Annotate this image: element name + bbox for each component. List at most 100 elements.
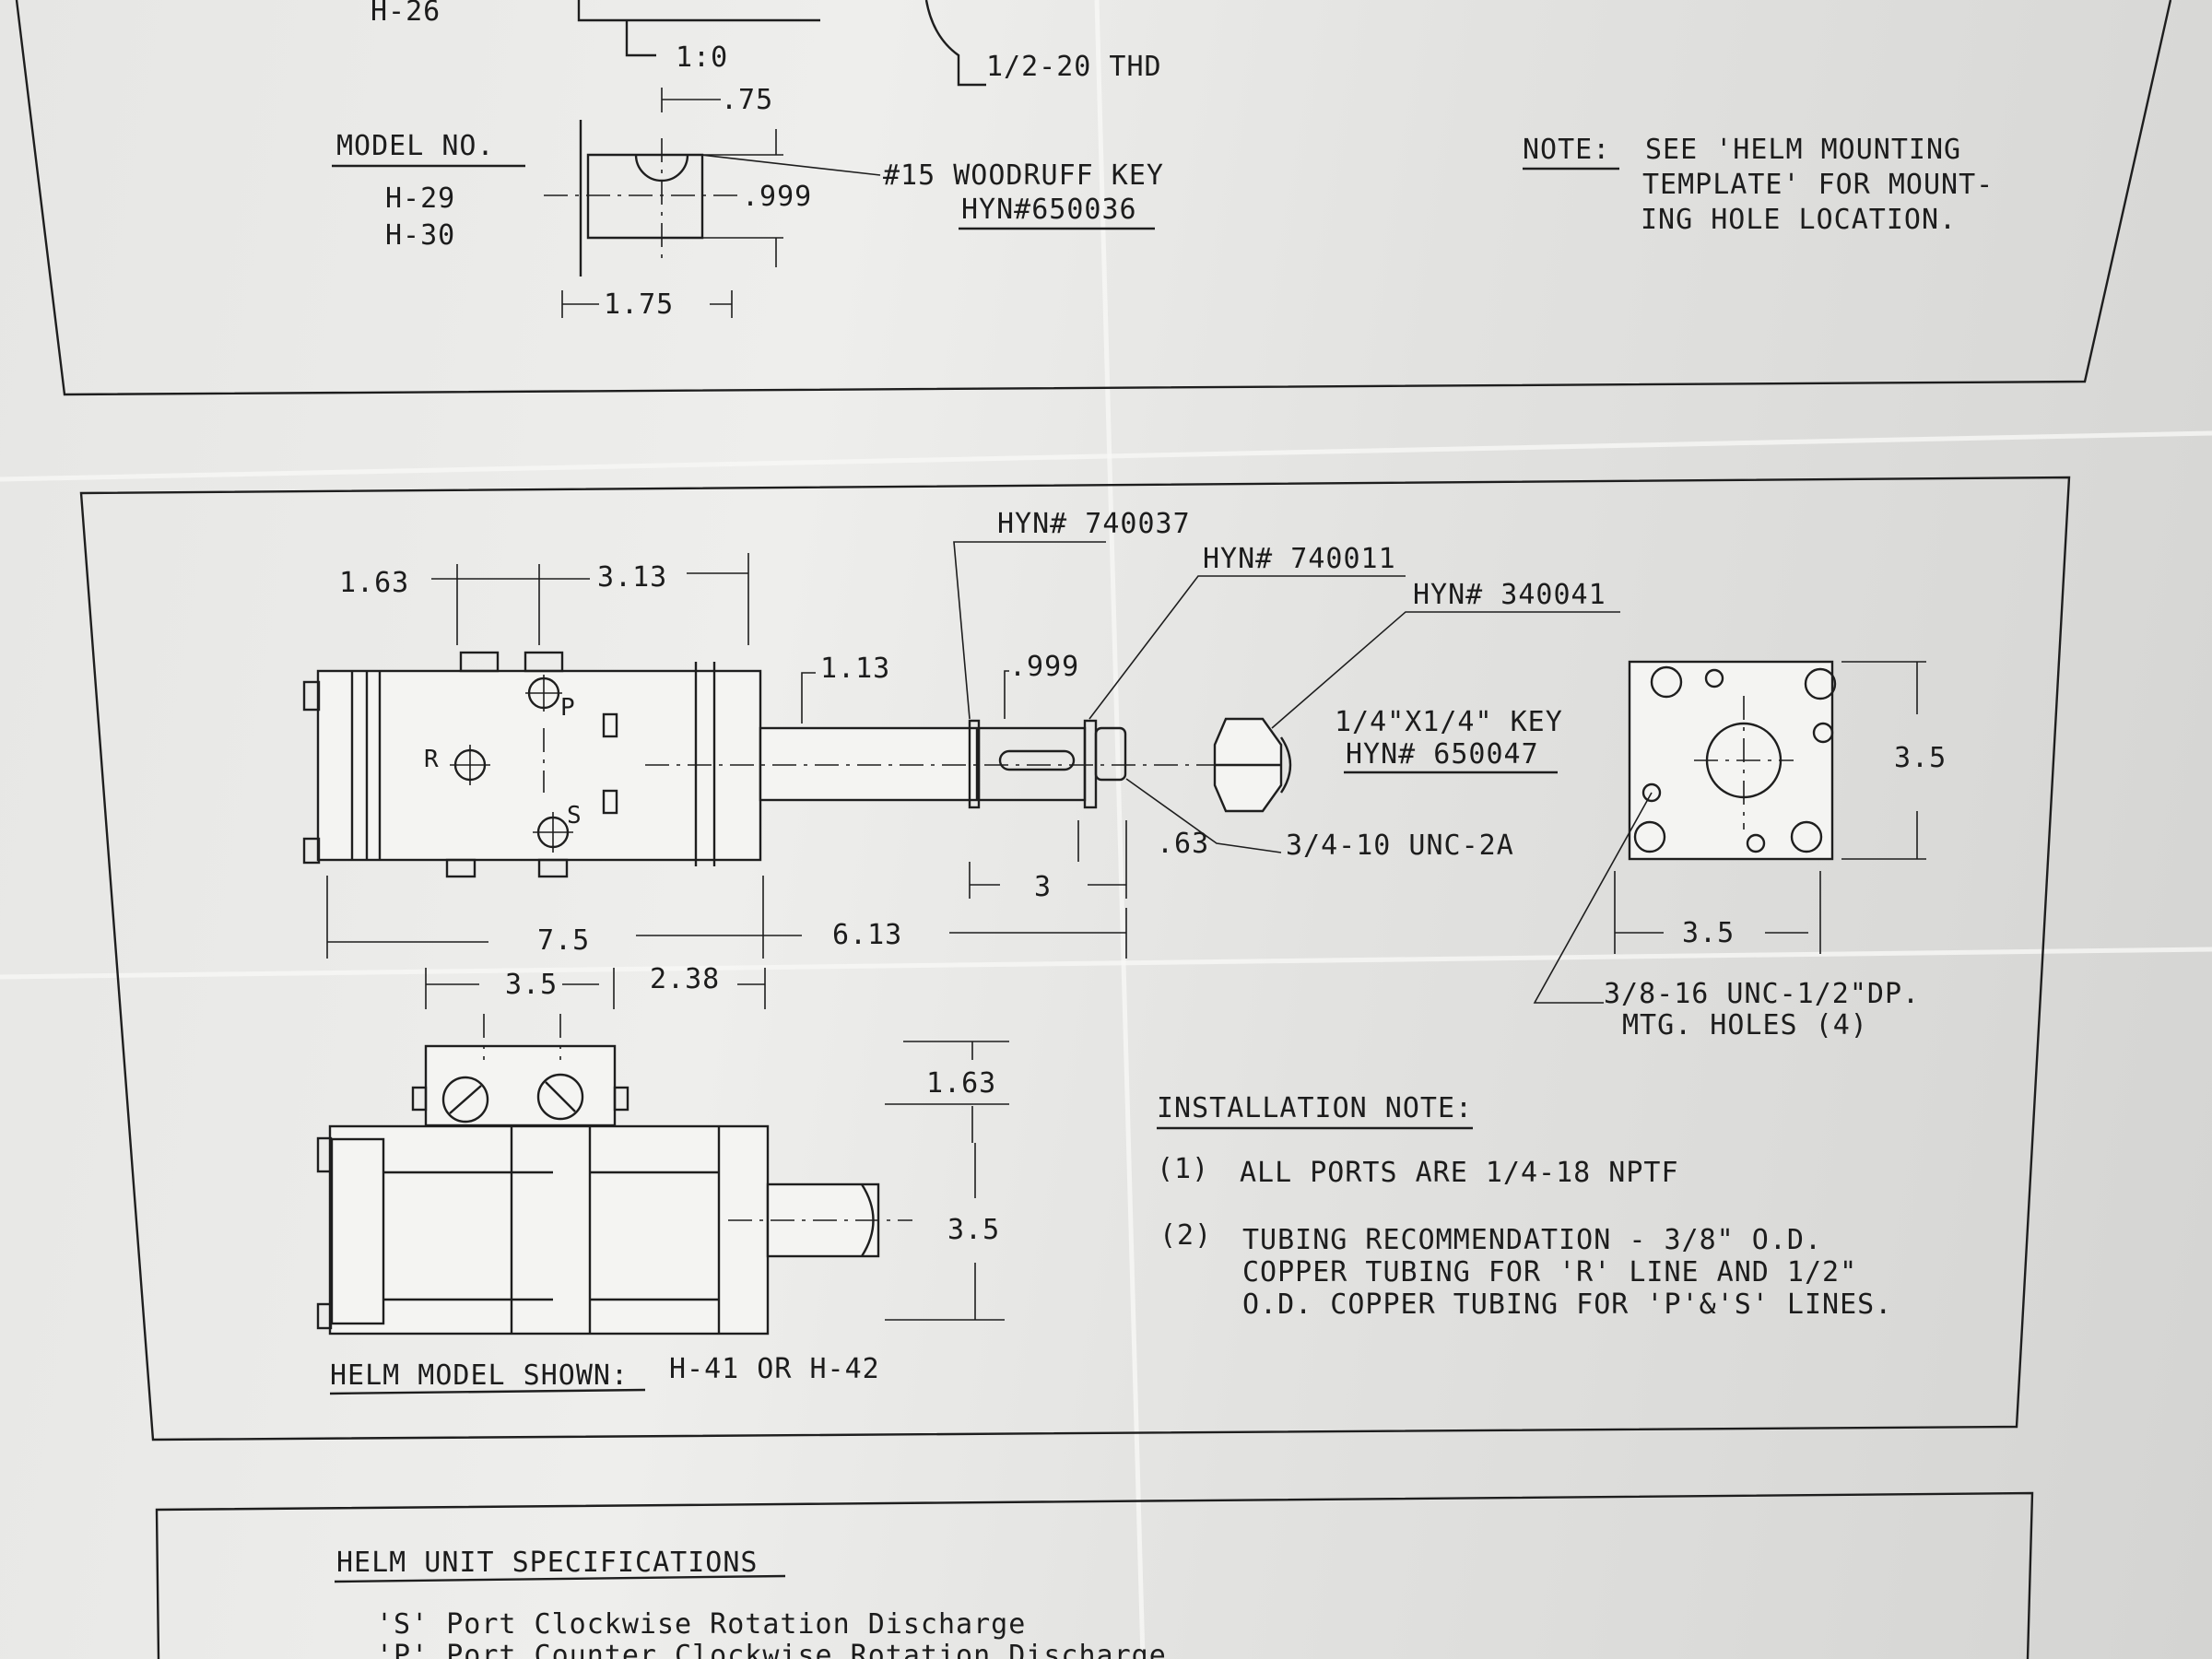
part-740011: HYN# 740011 (1203, 543, 1396, 575)
dim-3-13: 3.13 (597, 561, 667, 594)
dim-0-63: .63 (1157, 828, 1209, 860)
washer (1083, 719, 1098, 809)
part-740037: HYN# 740037 (997, 508, 1191, 540)
mounting-plate (1628, 660, 1834, 861)
install-note-2-line2: COPPER TUBING FOR 'R' LINE AND 1/2" (1242, 1256, 1857, 1288)
dim-1-63-side: 1.63 (926, 1067, 996, 1100)
dim-1-13: 1.13 (820, 653, 890, 685)
note-label: NOTE: (1523, 134, 1610, 166)
leader (1125, 778, 1282, 853)
model-no-label: MODEL NO. (336, 130, 495, 162)
dim-6-13: 6.13 (832, 919, 902, 951)
dim-2-38: 2.38 (650, 963, 720, 995)
dim-1-0: 1:0 (676, 41, 728, 74)
port-boss (445, 858, 477, 878)
bottom-panel: HELM UNIT SPECIFICATIONS 'S' Port Clockw… (155, 1491, 2034, 1659)
body-flange (330, 1137, 385, 1325)
plug-slot (545, 1081, 576, 1112)
key-label: 1/4"X1/4" KEY (1335, 706, 1563, 738)
small-hole (1704, 668, 1724, 688)
dim-1-75: 1.75 (604, 288, 674, 321)
dim-0-999: .999 (742, 181, 812, 213)
underline (334, 1574, 786, 1583)
paper-fold (0, 947, 2212, 980)
small-hole (1641, 782, 1662, 803)
port-plug (536, 1073, 584, 1121)
block-lug (411, 1086, 428, 1112)
port-boss (602, 712, 618, 738)
thread-label: 1/2-20 THD (986, 51, 1162, 83)
dim-0-75: .75 (721, 84, 773, 116)
thread-stub (1094, 726, 1127, 782)
helm-model-label: HELM MODEL SHOWN: (330, 1359, 629, 1392)
spec-line-2: 'P' Port Counter Clockwise Rotation Disc… (376, 1640, 1167, 1659)
port-plug (441, 1076, 489, 1124)
key-part-number: HYN# 650047 (1346, 738, 1539, 771)
port-r-label: R (424, 746, 439, 773)
body-lug (302, 680, 321, 712)
middle-panel-frame (79, 476, 2071, 1441)
install-note-2-line1: TUBING RECOMMENDATION - 3/8" O.D. (1242, 1224, 1822, 1256)
keyway (998, 749, 1076, 771)
body-lug (316, 1302, 333, 1330)
mtg-holes-line1: 3/8-16 UNC-1/2"DP. (1604, 978, 1920, 1010)
underline (329, 1388, 646, 1395)
dim-3: 3 (1034, 871, 1052, 903)
part-340041: HYN# 340041 (1413, 579, 1606, 611)
port-boss (524, 651, 564, 673)
leader (1271, 611, 1620, 729)
helm-model-value: H-41 OR H-42 (669, 1353, 880, 1385)
dim-3-5-plate-width: 3.5 (1682, 917, 1735, 949)
dim-1-63: 1.63 (339, 567, 409, 599)
woodruff-key-label: #15 WOODRUFF KEY (883, 159, 1164, 192)
bottom-panel-frame (155, 1491, 2034, 1659)
dim-0-999: .999 (1009, 651, 1079, 683)
install-note-title: INSTALLATION NOTE: (1157, 1092, 1473, 1124)
install-note-1-num: (1) (1157, 1153, 1209, 1185)
install-note-2-line3: O.D. COPPER TUBING FOR 'P'&'S' LINES. (1242, 1288, 1892, 1321)
output-shaft (759, 726, 979, 802)
top-panel-frame (15, 0, 2172, 396)
thread-nut-label: 3/4-10 UNC-2A (1286, 830, 1514, 862)
install-note-2-num: (2) (1159, 1219, 1212, 1252)
spec-line-1: 'S' Port Clockwise Rotation Discharge (376, 1608, 1026, 1641)
dim-line (1004, 670, 1009, 719)
port-p-label: P (560, 694, 575, 722)
model-fragment: H-26 (371, 0, 441, 28)
dim-7-5: 7.5 (537, 924, 590, 957)
install-note-1-line1: ALL PORTS ARE 1/4-18 NPTF (1240, 1157, 1679, 1189)
key-leader (700, 154, 881, 176)
dim-3-5-side: 3.5 (505, 969, 558, 1001)
thread-leader (924, 0, 986, 87)
port-s-label: S (567, 802, 582, 830)
shaft-end (977, 726, 1087, 802)
leader (953, 541, 1106, 720)
shaft-outline (577, 0, 820, 22)
note-line-2: TEMPLATE' FOR MOUNT- (1642, 169, 1994, 201)
small-hole (1746, 833, 1766, 853)
mtg-holes-line2: MTG. HOLES (4) (1622, 1009, 1868, 1041)
middle-panel: 1.63 3.13 P R S (79, 476, 2071, 1441)
dim-3-5-side-height: 3.5 (947, 1214, 1000, 1246)
mounting-hole (1804, 667, 1837, 700)
dim-line (801, 672, 816, 724)
port-block (424, 1044, 617, 1127)
mounting-hole (1790, 820, 1823, 853)
paper-fold (0, 430, 2212, 482)
note-line-3: ING HOLE LOCATION. (1641, 204, 1957, 236)
mounting-hole (1650, 665, 1683, 699)
model-h30: H-30 (385, 219, 455, 252)
body-lug (302, 837, 321, 865)
helm-body-side (328, 1124, 770, 1335)
note-line-1: SEE 'HELM MOUNTING (1645, 134, 1961, 166)
spec-title: HELM UNIT SPECIFICATIONS (336, 1547, 758, 1579)
paper-fold (1094, 0, 1146, 1659)
port-boss (602, 789, 618, 815)
leader (1088, 575, 1406, 720)
nut-chamfer (1280, 736, 1292, 794)
body-lug (316, 1136, 333, 1173)
dim-3-5-plate: 3.5 (1894, 742, 1947, 774)
plug-slot (449, 1085, 482, 1114)
